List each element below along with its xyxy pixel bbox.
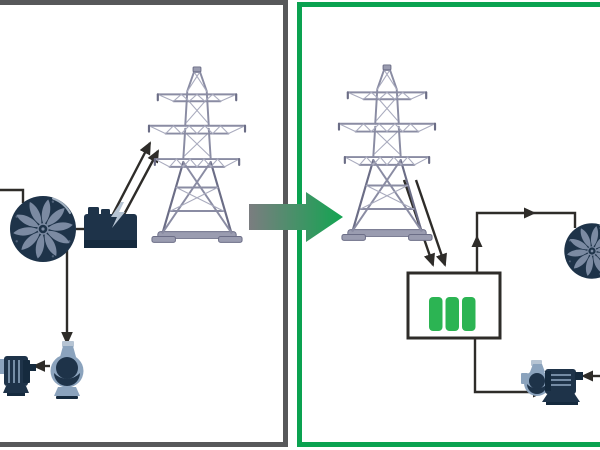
battery-box xyxy=(406,271,502,340)
motor-right xyxy=(542,369,583,405)
battery-cell xyxy=(429,297,443,331)
flow-arrow-tower-to-battery-2 xyxy=(414,179,447,267)
arrowhead-up xyxy=(471,235,483,247)
battery-cell xyxy=(445,297,459,331)
transmission-tower-left xyxy=(147,65,247,244)
battery-storage xyxy=(406,271,502,340)
generator xyxy=(84,202,137,248)
wire-battery-to-pump xyxy=(473,339,533,394)
arrowhead-left-motor xyxy=(581,370,593,382)
arrowhead-right xyxy=(524,207,536,219)
flow-arrow-generator-to-tower-2 xyxy=(118,149,160,223)
pump-left xyxy=(50,341,84,399)
turbine-fan-left xyxy=(9,195,77,263)
transmission-tower-right xyxy=(337,63,437,242)
transition-arrow-icon xyxy=(249,192,343,242)
wire-edge-to-fan xyxy=(0,188,25,203)
left-panel xyxy=(0,65,247,399)
wire-battery-to-fan xyxy=(475,211,577,274)
battery-cell xyxy=(462,297,476,331)
turbine-fan-right xyxy=(563,222,600,280)
right-panel xyxy=(337,63,600,405)
pump-right xyxy=(521,360,550,396)
lightning-bolt-icon xyxy=(111,202,125,228)
motor-left xyxy=(0,356,36,396)
flow-arrow-generator-to-tower-1 xyxy=(110,141,152,217)
